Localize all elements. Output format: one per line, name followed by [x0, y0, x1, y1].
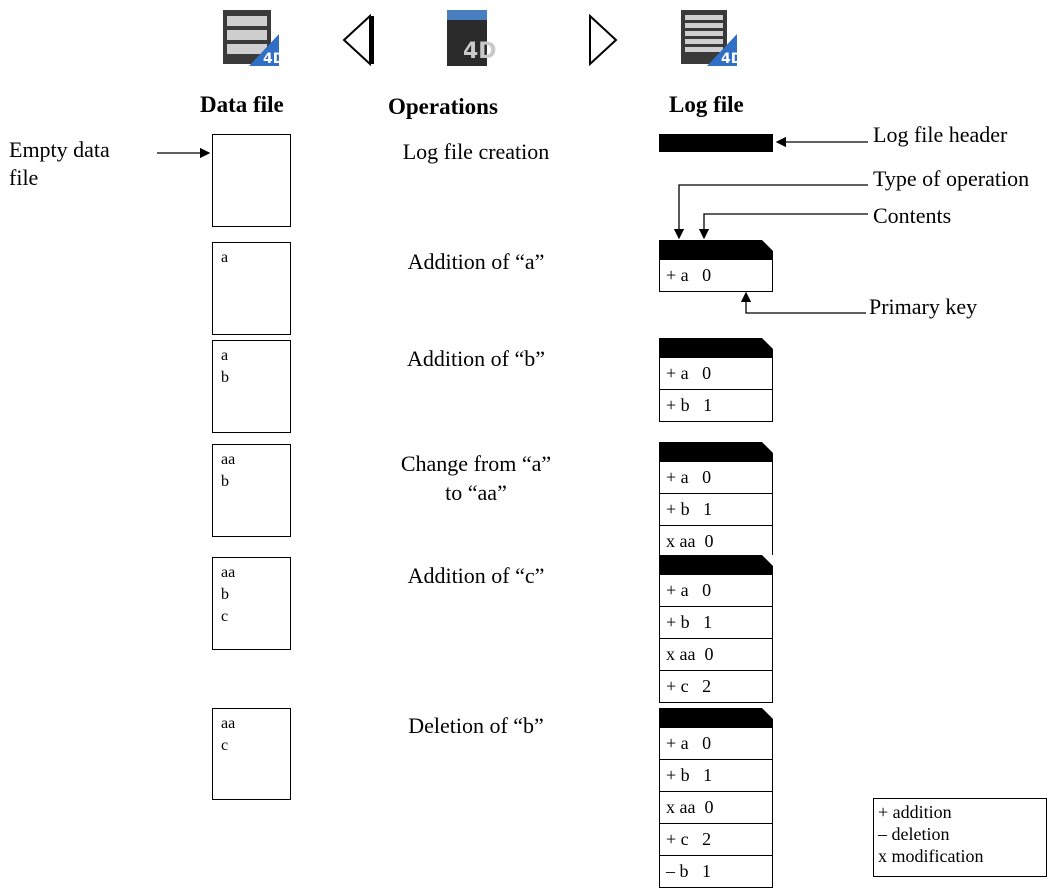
type-of-operation-arrow	[673, 184, 868, 240]
log-entry: + a 0	[660, 461, 772, 493]
empty-data-file-label: Empty data file	[9, 136, 110, 192]
data-record: c	[221, 737, 229, 754]
log-entry: + a 0	[660, 727, 772, 759]
primary-key-label: Primary key	[869, 294, 978, 319]
log-header-bar	[660, 555, 773, 574]
data-record: aa	[221, 451, 236, 468]
operation-label: Deletion of “b”	[408, 713, 544, 738]
data-record: b	[221, 369, 229, 386]
log-file-header-title: Log file	[669, 92, 744, 117]
data-record: a	[221, 347, 229, 364]
log-file: + a 0 + b 1 x aa 0 + c 2 – b 1	[659, 708, 773, 888]
empty-data-file-label-line1: Empty data	[9, 137, 110, 162]
data-record: a	[221, 249, 229, 266]
legend-box: + addition – deletion x modification	[873, 798, 1047, 877]
operation-label-line: Change from “a”	[400, 451, 552, 476]
primary-key-arrow	[740, 291, 866, 314]
log-entry: x aa 0	[660, 638, 772, 670]
operations-header: Operations	[388, 94, 498, 119]
svg-text:4D: 4D	[263, 51, 283, 67]
log-file: + a 0 + b 1 x aa 0	[659, 442, 773, 558]
type-of-operation-label: Type of operation	[873, 166, 1030, 191]
data-record: aa	[221, 564, 236, 581]
operation-label: Log file creation	[402, 139, 550, 164]
data-file-box: a	[212, 242, 291, 335]
contents-arrow	[698, 213, 868, 240]
data-record: b	[221, 473, 229, 490]
log-entry: + a 0	[660, 259, 772, 291]
svg-text:4D: 4D	[463, 39, 497, 64]
log-file-header-bar	[659, 134, 773, 152]
log-entry: + b 1	[660, 606, 772, 638]
data-file-box: aa c	[212, 708, 291, 800]
data-file-4d-icon: 4D	[221, 8, 284, 68]
log-file-header-label: Log file header	[873, 122, 1008, 147]
data-file-header: Data file	[200, 92, 284, 117]
data-file-box	[212, 134, 291, 227]
log-header-bar	[660, 240, 773, 259]
log-file-4d-icon: 4D	[679, 8, 743, 68]
right-arrow-icon	[584, 12, 624, 68]
data-record: c	[221, 608, 229, 625]
log-entry: – b 1	[660, 855, 772, 887]
log-file: + a 0 + b 1	[659, 338, 773, 422]
log-entry: + a 0	[660, 357, 772, 389]
log-file: + a 0	[659, 240, 773, 292]
left-arrow-icon	[340, 12, 380, 68]
data-file-box: aa b	[212, 444, 291, 537]
log-header-bar	[660, 708, 773, 727]
log-header-bar	[660, 338, 773, 357]
log-entry: + b 1	[660, 493, 772, 525]
contents-label: Contents	[873, 203, 952, 228]
empty-data-file-label-line2: file	[9, 165, 39, 190]
legend-item: – deletion	[878, 824, 950, 844]
log-entry: + c 2	[660, 823, 772, 855]
svg-text:4D: 4D	[721, 51, 742, 67]
log-entry: + a 0	[660, 574, 772, 606]
data-file-box: a b	[212, 340, 291, 433]
log-entry: x aa 0	[660, 791, 772, 823]
legend-item: x modification	[878, 846, 984, 866]
log-entry: x aa 0	[660, 525, 772, 557]
log-entry: + b 1	[660, 389, 772, 421]
data-record: aa	[221, 715, 236, 732]
legend-item: + addition	[878, 802, 952, 822]
operation-label: Addition of “a”	[407, 249, 545, 274]
operation-label: Addition of “c”	[407, 563, 545, 588]
operation-label-line: to “aa”	[445, 479, 507, 505]
operation-label: Change from “a” to “aa”	[371, 450, 581, 507]
log-file: + a 0 + b 1 x aa 0 + c 2	[659, 555, 773, 703]
log-header-bar	[660, 442, 773, 461]
log-entry: + c 2	[660, 670, 772, 702]
log-entry: + b 1	[660, 759, 772, 791]
operation-label: Addition of “b”	[406, 346, 546, 371]
4d-server-icon: 4D	[441, 6, 505, 70]
data-record: b	[221, 586, 229, 603]
data-file-box: aa b c	[212, 557, 291, 650]
